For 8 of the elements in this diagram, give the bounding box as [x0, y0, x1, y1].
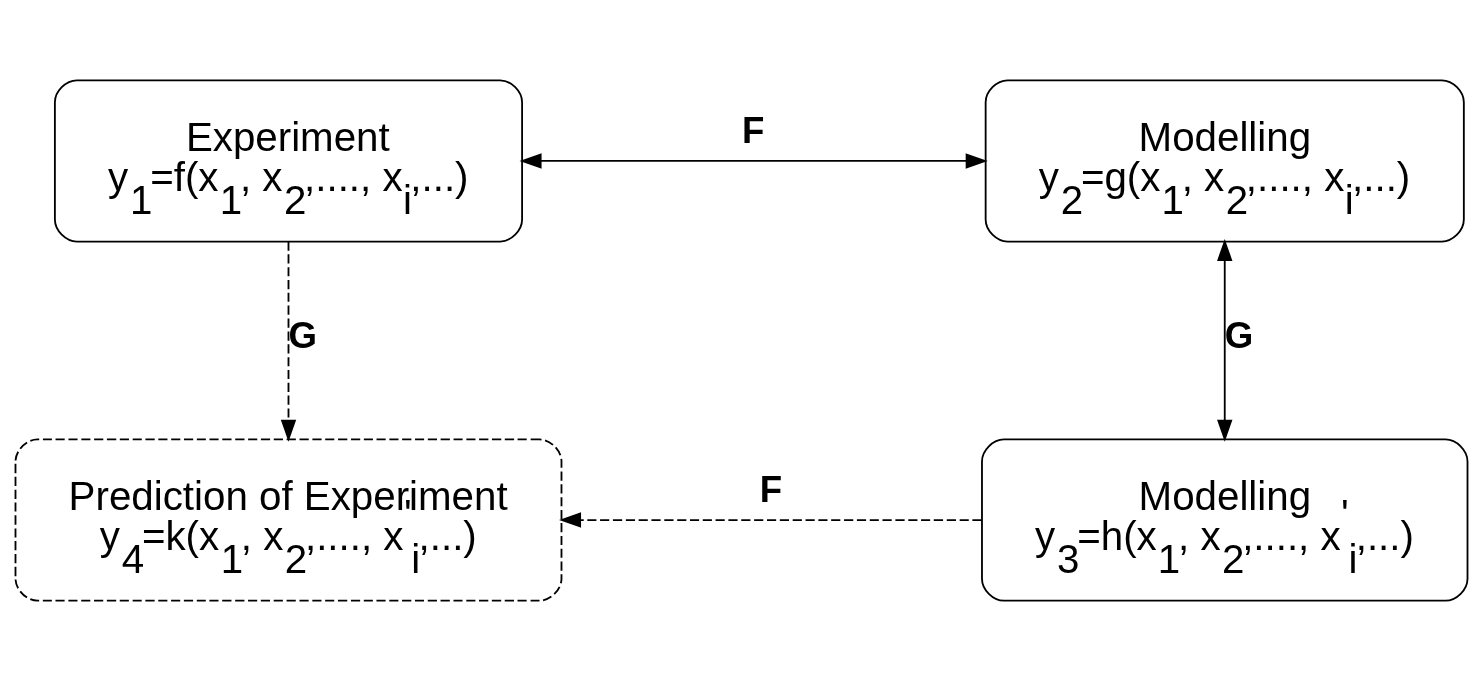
arrow: [1217, 238, 1233, 442]
edge-label: G: [1224, 314, 1254, 356]
arrow: [519, 153, 988, 169]
edge-label: F: [741, 109, 765, 151]
edge-label: F: [759, 468, 783, 510]
arrow: [559, 512, 983, 528]
arrow: [280, 240, 297, 442]
edge-label: G: [288, 314, 317, 356]
